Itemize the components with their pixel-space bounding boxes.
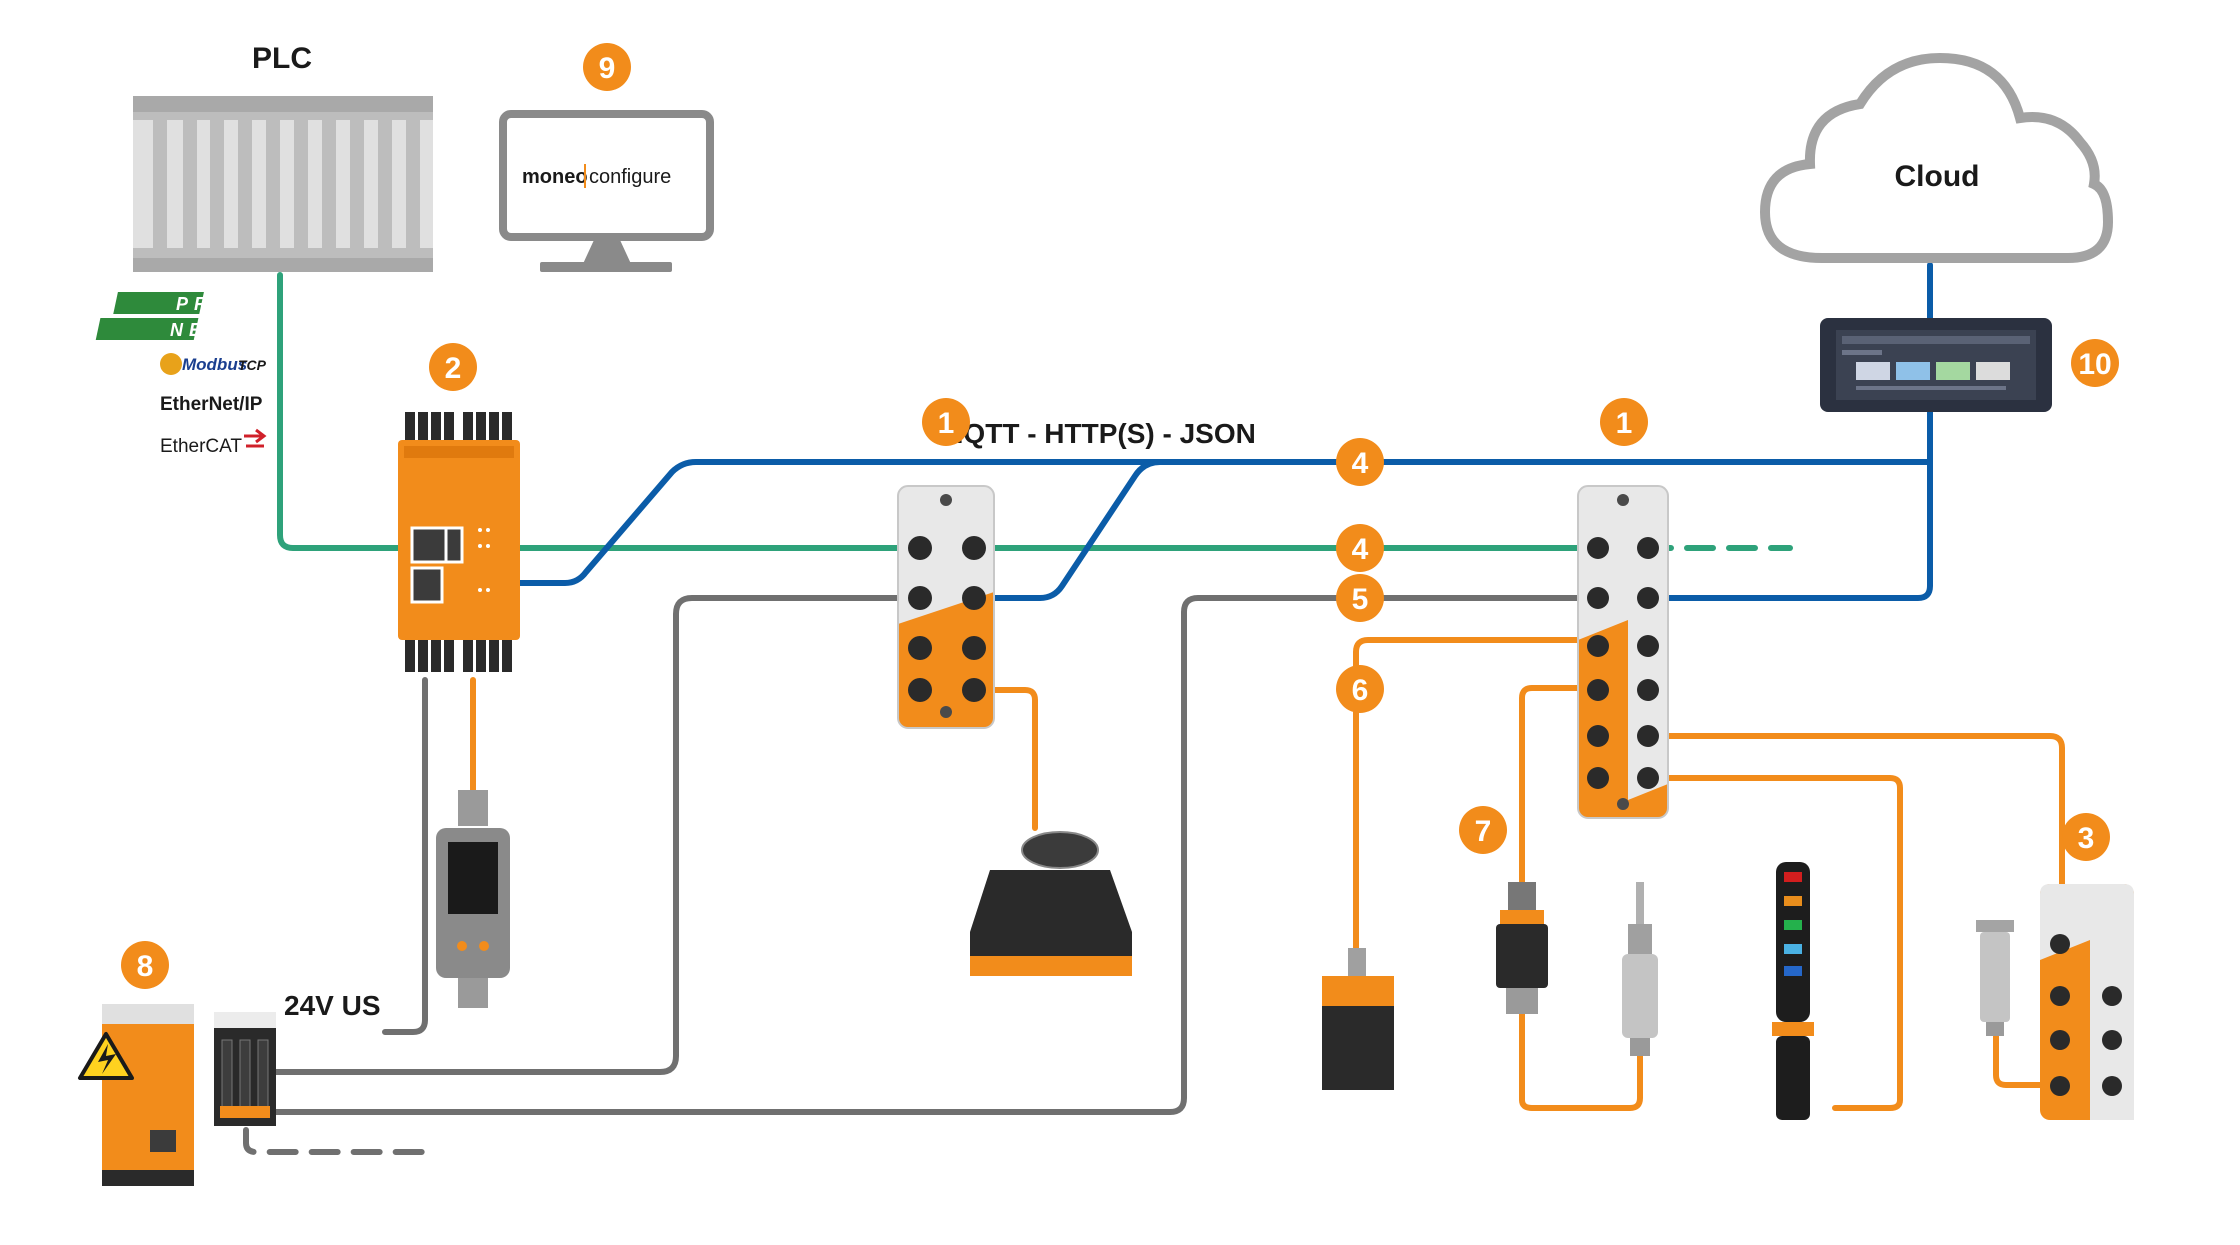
badge-8: 8 xyxy=(121,941,169,989)
high-voltage-warning-icon xyxy=(78,1032,134,1080)
badge-2: 2 xyxy=(429,343,477,391)
supply-label: 24V US xyxy=(284,990,381,1021)
svg-text:8: 8 xyxy=(137,950,154,983)
orange-cable-vibration xyxy=(972,687,1038,831)
blue-branch-to-master1 xyxy=(962,459,1163,601)
orange-cable-7 xyxy=(1519,685,1643,1111)
signal-tower xyxy=(1772,862,1814,1120)
orange-cable-hub xyxy=(1647,733,2065,928)
ethernetip-text: EtherNet/IP xyxy=(160,394,263,415)
cloud-icon xyxy=(1759,52,2114,263)
profinet-logo: PROFI NET xyxy=(95,292,261,340)
power-supply xyxy=(102,1004,194,1186)
badge-3: 3 xyxy=(2062,813,2110,861)
svg-text:1: 1 xyxy=(1616,407,1633,440)
svg-text:10: 10 xyxy=(2078,348,2111,381)
temperature-sensor xyxy=(1622,882,1658,1056)
badge-4-blue: 4 xyxy=(1336,438,1384,486)
svg-text:6: 6 xyxy=(1352,674,1369,707)
badge-7: 7 xyxy=(1459,806,1507,854)
svg-text:4: 4 xyxy=(1352,533,1369,566)
badge-9: 9 xyxy=(583,43,631,91)
iolink-converter xyxy=(1496,882,1548,1014)
badge-1-left: 1 xyxy=(922,398,970,446)
blue-branch-to-master2 xyxy=(1647,459,1933,601)
gray-power-line-3 xyxy=(269,595,1595,1115)
modbus-logo: Modbus TCP xyxy=(160,353,267,375)
svg-text:5: 5 xyxy=(1352,583,1369,616)
badge-10: 10 xyxy=(2071,339,2119,387)
ethercat-arrows-icon xyxy=(244,428,267,448)
iolink-master-1 xyxy=(897,485,995,729)
iolink-hub xyxy=(2040,884,2134,1120)
iolink-master-2 xyxy=(1577,485,1669,819)
vibration-sensor xyxy=(970,831,1132,976)
orange-cable-6 xyxy=(1353,637,1595,953)
cloud-label: Cloud xyxy=(1895,160,1980,193)
ethercat-logo: EtherCAT xyxy=(160,428,267,457)
green-ethernet-line xyxy=(277,272,1595,551)
proximity-sensor xyxy=(1976,920,2014,1036)
gray-power-line-2 xyxy=(269,595,913,1075)
modbus-suffix: TCP xyxy=(238,357,267,373)
modbus-gear-icon xyxy=(160,353,182,375)
badge-1-right: 1 xyxy=(1600,398,1648,446)
svg-text:7: 7 xyxy=(1475,815,1492,848)
moneo-text: moneo xyxy=(522,166,588,188)
blue-mqtt-line xyxy=(447,397,1933,586)
flow-sensor xyxy=(436,790,510,1008)
protocol-label: MQTT - HTTP(S) - JSON xyxy=(940,418,1256,449)
ethernet-switch xyxy=(398,412,520,672)
power-distribution-module xyxy=(214,1012,276,1126)
gray-dashed-continuation xyxy=(243,1127,438,1155)
svg-text:9: 9 xyxy=(599,52,616,85)
modbus-text: Modbus xyxy=(182,355,247,374)
configure-text: configure xyxy=(589,166,671,188)
svg-text:3: 3 xyxy=(2078,822,2095,855)
plc-rack xyxy=(133,96,433,272)
edge-gateway-display xyxy=(1820,318,2052,412)
profinet-bottom-text: NET xyxy=(170,320,224,340)
ethercat-text: EtherCAT xyxy=(160,436,242,457)
moneo-configure-monitor: moneo configure xyxy=(499,110,714,272)
svg-text:4: 4 xyxy=(1352,447,1369,480)
plc-label: PLC xyxy=(252,42,312,75)
profinet-top-text: PROFI xyxy=(176,294,261,314)
orange-cable-tower xyxy=(1647,775,1903,1111)
gray-power-line-1 xyxy=(382,677,428,1035)
badge-6: 6 xyxy=(1336,665,1384,713)
svg-text:2: 2 xyxy=(445,352,462,385)
badge-5: 5 xyxy=(1336,574,1384,622)
inductive-sensor xyxy=(1322,948,1394,1090)
badge-4-green: 4 xyxy=(1336,524,1384,572)
svg-text:1: 1 xyxy=(938,407,955,440)
orange-cable-prox xyxy=(1993,1027,2048,1088)
